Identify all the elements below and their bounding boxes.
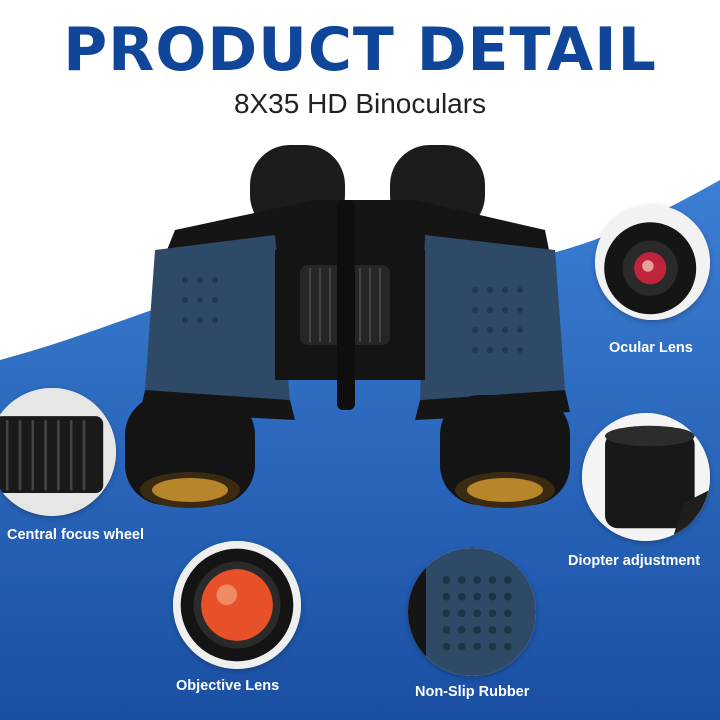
diopter-label: Diopter adjustment — [568, 553, 701, 569]
page-title: PRODUCT DETAIL — [63, 15, 657, 85]
focus-wheel-label: Central focus wheel — [7, 527, 144, 543]
focus-wheel-icon — [0, 388, 116, 516]
product-subtitle: 8X35 HD Binoculars — [233, 88, 487, 119]
rubber-label: Non-Slip Rubber — [415, 684, 530, 700]
ocular-lens-label: Ocular Lens — [609, 340, 693, 356]
objective-lens-label: Objective Lens — [176, 678, 280, 694]
diopter-circle — [582, 413, 710, 541]
objective-lens-icon — [173, 541, 301, 669]
diopter-icon — [582, 413, 710, 541]
binoculars-image — [125, 145, 570, 508]
rubber-texture-icon — [408, 548, 536, 676]
ocular-lens-circle — [595, 205, 710, 320]
rubber-circle — [408, 548, 536, 676]
focus-wheel-circle — [0, 388, 116, 516]
objective-lens-circle — [173, 541, 301, 669]
ocular-lens-icon — [595, 205, 710, 320]
